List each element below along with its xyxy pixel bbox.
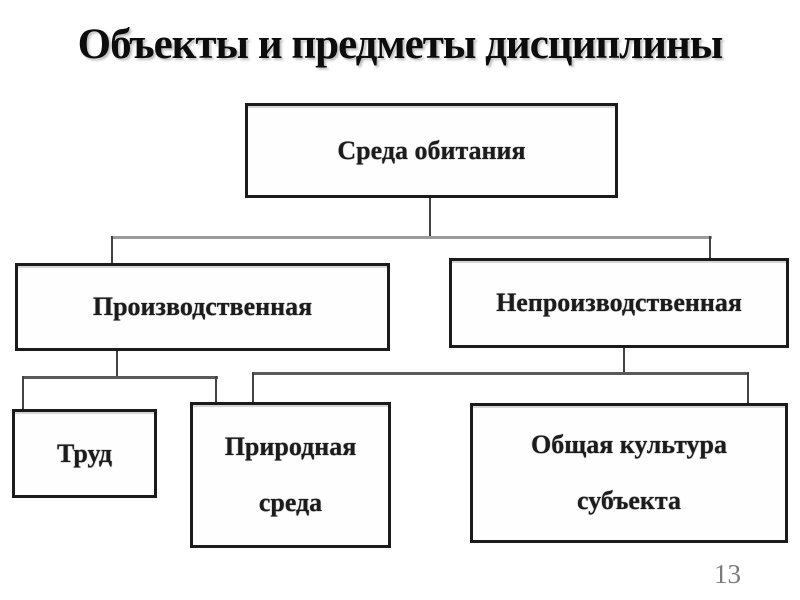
connector-production-in [111,236,113,264]
slide-title: Объекты и предметы дисциплины [77,21,724,68]
connector-row2-left-horizontal [22,376,218,379]
node-habitat: Среда обитания [245,103,618,198]
connector-labor-in [22,376,24,410]
node-natural-environment: Природная среда [190,402,391,548]
node-natural-environment-label-line1: Природная [224,432,357,461]
node-nonproduction: Непроизводственная [449,258,789,348]
node-labor: Труд [12,409,157,498]
node-production: Производственная [15,263,390,351]
connector-nonproduction-in [709,236,711,259]
connector-nonproduction-down [623,346,625,374]
connector-habitat-down [429,198,431,238]
connector-production-down [116,349,118,378]
connector-row1-horizontal [111,236,712,239]
node-habitat-label: Среда обитания [337,135,526,165]
node-general-culture-label-line1: Общая культура [531,430,727,459]
node-labor-label: Труд [57,438,112,468]
connector-natural-env-in-left [215,376,217,403]
connector-row2-right-horizontal [252,372,749,375]
node-nonproduction-label: Непроизводственная [496,288,742,317]
page-number: 13 [714,559,741,589]
connector-culture-in [747,372,749,404]
node-general-culture-label-line2: субъекта [577,486,681,515]
node-production-label: Производственная [92,292,313,321]
connector-natural-env-in-right [252,372,254,403]
node-general-culture: Общая культура субъекта [470,403,788,543]
node-natural-environment-label-line2: среда [258,488,323,517]
